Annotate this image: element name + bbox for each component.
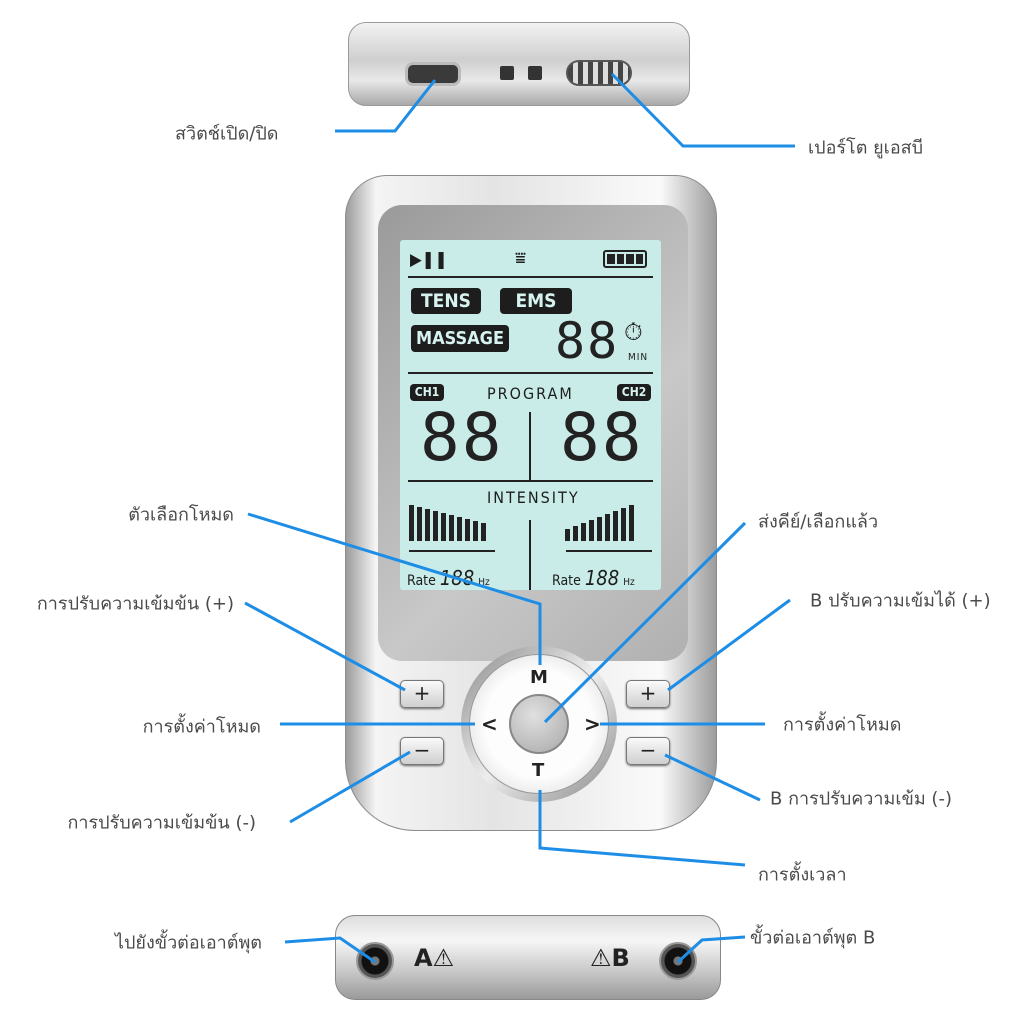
mode-massage: MASSAGE <box>411 325 509 352</box>
label-mode-setting-left: การตั้งค่าโหมด <box>142 716 261 738</box>
rate-label: Rate <box>552 573 581 589</box>
device-bottom-view <box>335 915 721 1000</box>
leader-timer <box>538 790 746 867</box>
port-b-label: ⚠B <box>590 944 630 972</box>
leader-mode-selector <box>247 512 542 665</box>
intensity-bars-ch2 <box>565 505 634 541</box>
indicator-light <box>500 66 514 80</box>
intensity-up-a-button[interactable]: + <box>400 680 444 708</box>
label-timer-setting: การตั้งเวลา <box>758 864 847 886</box>
label-intensity-up-b: B ปรับความเข้มได้ (+) <box>810 590 991 612</box>
leader-intensity-up-b <box>667 598 791 692</box>
label-output-a: ไปยังขั้วต่อเอาต์พุต <box>114 932 262 954</box>
label-usb-port: เปอร์โต ยูเอสบี <box>808 137 924 159</box>
program-label: PROGRAM <box>487 384 574 403</box>
ch1-badge: CH1 <box>410 384 444 401</box>
intensity-down-a-button[interactable]: − <box>400 737 444 765</box>
leader-intensity-down-a <box>289 750 411 824</box>
leader-output-b <box>676 935 746 964</box>
mode-ems: EMS <box>500 288 572 314</box>
label-send-key: ส่งคีย์/เลือกแล้ว <box>758 511 879 533</box>
battery-icon <box>603 250 647 268</box>
label-power-switch: สวิตช์เปิด/ปิด <box>175 123 279 145</box>
right-key[interactable]: > <box>584 712 601 736</box>
leader-power-switch <box>335 79 437 133</box>
intensity-label: INTENSITY <box>487 488 580 507</box>
port-a-label: A⚠ <box>414 944 455 972</box>
label-mode-setting-right: การตั้งค่าโหมด <box>783 714 902 736</box>
timer-key[interactable]: T <box>532 760 545 781</box>
timer-unit: MIN <box>628 352 649 363</box>
leader-usb <box>610 72 795 148</box>
intensity-down-b-button[interactable]: − <box>626 737 670 765</box>
label-intensity-down-b: B การปรับความเข้ม (-) <box>770 788 952 810</box>
lcd-screen: ▶❚❚ ⩸ TENS EMS MASSAGE 88 ⏱ MIN CH1 PROG… <box>400 240 661 590</box>
stopwatch-icon: ⏱ <box>624 318 643 346</box>
left-key[interactable]: < <box>481 712 498 736</box>
leader-intensity-up-a <box>244 601 406 692</box>
rate-ch2: Rate 188 Hz <box>552 566 635 590</box>
indicator-light <box>528 66 542 80</box>
rate-label: Rate <box>407 573 436 589</box>
ch2-badge: CH2 <box>617 384 651 401</box>
program-ch1-digits: 88 <box>420 399 504 476</box>
mode-key[interactable]: M <box>530 667 548 688</box>
leader-send-key <box>543 521 747 724</box>
program-ch2-digits: 88 <box>560 399 644 476</box>
device-top-view <box>348 22 690 106</box>
timer-digits: 88 <box>555 312 620 370</box>
rate-unit: Hz <box>478 577 490 588</box>
rate-unit: Hz <box>623 577 635 588</box>
label-mode-selector: ตัวเลือกโหมด <box>128 504 234 526</box>
label-output-b: ขั้วต่อเอาต์พุต B <box>750 927 876 949</box>
play-pause-icon: ▶❚❚ <box>410 250 448 270</box>
intensity-up-b-button[interactable]: + <box>626 680 670 708</box>
label-intensity-down-a: การปรับความเข้มข้น (-) <box>67 812 256 834</box>
mode-tens: TENS <box>411 288 481 314</box>
rate-value: 188 <box>584 566 620 590</box>
intensity-bars-ch1 <box>409 505 486 541</box>
leader-output-a <box>284 936 376 964</box>
confirm-button[interactable] <box>509 694 569 754</box>
label-intensity-up-a: การปรับความเข้มข้น (+) <box>36 593 234 615</box>
leader-intensity-down-b <box>664 753 761 802</box>
lock-icon: ⩸ <box>515 248 526 269</box>
